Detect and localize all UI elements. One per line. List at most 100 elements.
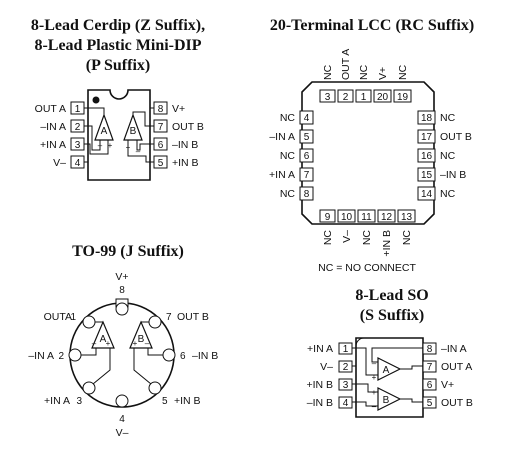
to99-pin-num-2: 2 — [58, 351, 64, 362]
lcc-pad-num-17: 17 — [421, 132, 433, 143]
lcc-pad-12 — [377, 209, 396, 223]
so-package-group: 8-Lead SO (S Suffix) 1 2 3 4 +IN A V– +I… — [306, 287, 473, 418]
lcc-pad-num-14: 14 — [421, 189, 433, 200]
lcc-right-label-17: OUT B — [440, 131, 472, 143]
so-pin-label-6: V+ — [441, 379, 454, 391]
lcc-pad-3 — [319, 89, 336, 103]
cerdip-pin-label-4: V– — [53, 157, 66, 169]
so-amp-a-label: A — [383, 365, 390, 376]
lcc-pad-num-20: 20 — [377, 92, 389, 103]
lcc-top-label-19: NC — [397, 64, 409, 80]
lcc-right-label-16: NC — [440, 150, 456, 162]
lcc-pad-num-9: 9 — [325, 212, 331, 223]
cerdip-amp-a-symbol — [94, 113, 114, 141]
so-pin-label-8: –IN A — [441, 343, 467, 355]
so-title-line2: (S Suffix) — [360, 307, 424, 324]
so-pin-num-6: 6 — [427, 380, 433, 391]
lcc-bottom-label-11: NC — [361, 230, 373, 246]
to99-pin-num-6: 6 — [180, 351, 186, 362]
lcc-pad-num-15: 15 — [421, 170, 433, 181]
cerdip-pin-label-7: OUT B — [172, 121, 204, 133]
lcc-pad-num-5: 5 — [304, 132, 310, 143]
so-body — [355, 337, 424, 418]
svg-text:–: – — [145, 339, 150, 348]
lcc-pad-num-13: 13 — [401, 212, 413, 223]
lcc-body — [301, 81, 435, 225]
to99-pin-num-5: 5 — [162, 396, 168, 407]
so-pin-num-5: 5 — [427, 398, 433, 409]
lcc-top-label-20: V+ — [377, 67, 389, 80]
so-pin-label-3: +IN B — [306, 379, 333, 391]
lcc-pad-num-2: 2 — [343, 92, 349, 103]
to99-pin-num-8: 8 — [119, 285, 125, 296]
lcc-left-label-6: NC — [280, 150, 296, 162]
cerdip-pin-label-6: –IN B — [172, 139, 198, 151]
cerdip-pin-num-6: 6 — [158, 140, 164, 151]
lcc-bottom-label-13: NC — [401, 230, 413, 246]
so-pin-label-4: –IN B — [307, 397, 333, 409]
to99-pin-num-3: 3 — [76, 396, 82, 407]
so-amp-a-symbol — [377, 357, 402, 381]
to99-pin-label-7: OUT B — [177, 311, 209, 323]
to99-package-group: TO-99 (J Suffix) 8 7 6 5 4 3 2 1 V+ OUT … — [28, 243, 218, 439]
lcc-top-label-2: OUT A — [340, 49, 352, 80]
lcc-pad-num-12: 12 — [381, 212, 393, 223]
pin1-dot — [92, 96, 100, 104]
lcc-pad-11 — [357, 209, 376, 223]
to99-pin-3 — [82, 381, 96, 395]
to99-pin-label-3: +IN A — [44, 395, 70, 407]
lcc-right-label-18: NC — [440, 112, 456, 124]
so-pin-num-1: 1 — [343, 344, 349, 355]
lcc-pad-num-3: 3 — [325, 92, 331, 103]
lcc-left-label-4: NC — [280, 112, 296, 124]
lcc-left-label-7: +IN A — [269, 169, 295, 181]
lcc-pad-num-16: 16 — [421, 151, 433, 162]
so-pin-box-6 — [422, 378, 437, 391]
lcc-pad-1 — [355, 89, 372, 103]
svg-text:+: + — [126, 143, 131, 152]
lcc-pad-4 — [299, 110, 314, 125]
to99-pin-num-1: 1 — [70, 312, 76, 323]
lcc-pad-num-10: 10 — [341, 212, 353, 223]
cerdip-amp-a-label: A — [101, 126, 108, 137]
lcc-pad-20 — [373, 89, 392, 103]
cerdip-title-line1: 8-Lead Cerdip (Z Suffix), — [31, 17, 205, 34]
lcc-top-label-3: NC — [322, 64, 334, 80]
lcc-pad-18 — [417, 110, 436, 125]
cerdip-pin-num-4: 4 — [75, 158, 81, 169]
lcc-top-label-1: NC — [358, 64, 370, 80]
to99-pin-label-4: V– — [116, 427, 129, 439]
cerdip-package-group: 8-Lead Cerdip (Z Suffix), 8-Lead Plastic… — [31, 17, 205, 181]
lcc-pad-15 — [417, 167, 436, 182]
lcc-pad-num-19: 19 — [397, 92, 409, 103]
lcc-pad-num-7: 7 — [304, 170, 310, 181]
so-amp-b-symbol — [377, 387, 402, 411]
lcc-pad-num-4: 4 — [304, 113, 310, 124]
lcc-pad-7 — [299, 167, 314, 182]
svg-text:+: + — [106, 339, 111, 348]
cerdip-pin-num-1: 1 — [75, 104, 81, 115]
to99-amp-b-label: B — [138, 334, 145, 345]
cerdip-pin-num-5: 5 — [158, 158, 164, 169]
so-amp-b-label: B — [383, 395, 390, 406]
lcc-title: 20-Terminal LCC (RC Suffix) — [270, 17, 474, 34]
to99-pin-4 — [115, 394, 129, 408]
svg-text:+: + — [108, 141, 113, 150]
svg-text:–: – — [92, 339, 97, 348]
lcc-pad-14 — [417, 186, 436, 201]
so-pin-label-1: +IN A — [307, 343, 333, 355]
cerdip-pin-num-8: 8 — [158, 104, 164, 115]
lcc-pad-16 — [417, 148, 436, 163]
to99-pin-label-2: –IN A — [28, 350, 54, 362]
lcc-pad-19 — [393, 89, 412, 103]
so-pin-label-5: OUT B — [441, 397, 473, 409]
cerdip-pin-label-8: V+ — [172, 103, 185, 115]
lcc-pad-10 — [337, 209, 356, 223]
lcc-pad-9 — [319, 209, 336, 223]
lcc-pad-num-18: 18 — [421, 113, 433, 124]
to99-amp-a-symbol — [91, 320, 115, 349]
svg-text:+: + — [372, 388, 377, 397]
lcc-right-label-14: NC — [440, 188, 456, 200]
lcc-nc-note: NC = NO CONNECT — [318, 262, 416, 274]
lcc-pad-8 — [299, 186, 314, 201]
